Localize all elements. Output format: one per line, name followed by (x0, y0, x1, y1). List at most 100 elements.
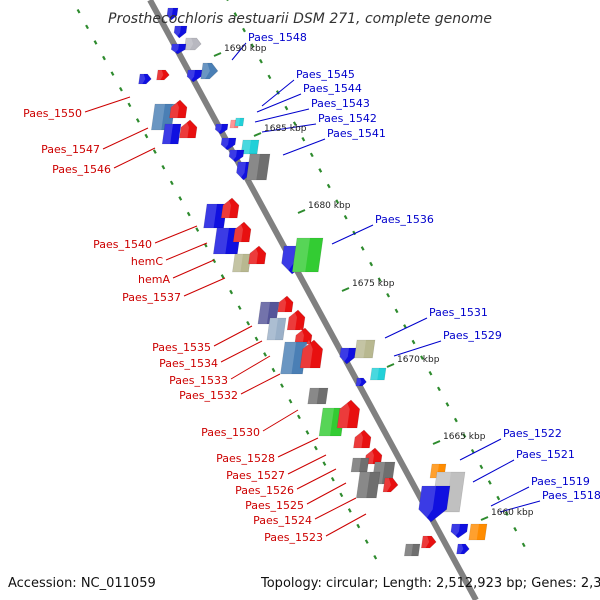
gene-highlight (421, 536, 430, 548)
gene-feature-37 (355, 377, 367, 387)
gene-arrow (170, 43, 187, 55)
gene-feature-27 (291, 237, 324, 273)
gene-feature-41 (336, 399, 361, 429)
gene-highlight (169, 100, 179, 118)
gene-arrow (169, 99, 188, 119)
tick-dot (76, 8, 81, 14)
gene-label-left: Paes_1537 (122, 291, 181, 304)
gene-feature-38 (369, 367, 387, 381)
gene-feature-55 (456, 543, 470, 555)
tick-dot (309, 152, 314, 158)
scale-tick-mark (213, 52, 222, 57)
gene-label-left: Paes_1532 (179, 389, 238, 402)
leader-line (277, 437, 319, 458)
gene-feature-24 (232, 253, 252, 273)
gene-highlight (171, 44, 179, 54)
tick-dot (496, 495, 501, 501)
gene-arrow (179, 119, 198, 139)
tick-dot (271, 367, 276, 373)
tick-dot (110, 71, 115, 76)
gene-labels: Paes_1548Paes_1545Paes_1544Paes_1543Paes… (23, 31, 600, 544)
gene-feature-54 (420, 535, 437, 549)
gene-label-right: Paes_1518 (542, 489, 600, 502)
gene-feature-31 (286, 309, 306, 331)
gene-feature-30 (266, 317, 287, 341)
gene-arrow (248, 245, 267, 265)
gene-feature-44 (350, 457, 370, 473)
tick-dot-row-right (225, 0, 526, 548)
gene-feature-51 (450, 523, 469, 539)
gene-arrow (246, 153, 271, 181)
tick-dot (259, 58, 263, 64)
gene-label-right: Paes_1545 (296, 68, 355, 81)
tick-dot (267, 74, 272, 80)
gene-arrow (232, 253, 252, 273)
leader-line (256, 93, 302, 113)
gene-arrow (336, 399, 361, 429)
gene-highlight (234, 118, 240, 126)
tick-dot (322, 461, 327, 466)
tick-dot (487, 480, 492, 485)
gene-arrow (318, 407, 346, 437)
leader-line (240, 373, 281, 395)
leader-line (490, 486, 530, 507)
gene-label-left: Paes_1528 (216, 452, 275, 465)
gene-feature-40 (318, 407, 346, 437)
gene-feature-21 (220, 197, 240, 219)
tick-dot (152, 149, 157, 154)
gene-highlight (138, 74, 146, 84)
gene-arrow (369, 367, 387, 381)
tick-dot (229, 289, 234, 295)
gene-feature-17 (228, 149, 245, 163)
leader-line (499, 500, 541, 513)
leader-line (213, 325, 253, 347)
gene-label-left: Paes_1550 (23, 107, 82, 120)
gene-highlight (354, 340, 366, 358)
gene-highlight (151, 104, 165, 130)
leader-line (393, 340, 442, 357)
tick-dot (428, 370, 433, 376)
leader-line (102, 127, 149, 150)
gene-highlight (184, 38, 194, 50)
leader-line (262, 409, 299, 432)
tick-dot-guides (76, 0, 526, 560)
gene-highlight (456, 544, 464, 554)
gene-arrow (277, 295, 294, 313)
gene-feature-35 (339, 347, 358, 365)
gene-feature-36 (354, 339, 376, 359)
gene-feature-1 (173, 25, 188, 39)
tick-dot (233, 12, 238, 17)
gene-arrow (214, 123, 229, 135)
tick-dot (178, 196, 183, 201)
scale-tick-mark (297, 209, 306, 214)
leader-line (154, 225, 198, 244)
scale-tick-mark (253, 132, 262, 137)
tick-dot (420, 355, 424, 360)
gene-highlight (156, 70, 164, 80)
gene-highlight (294, 328, 304, 344)
scale-tick-label: 1665 kbp (443, 432, 486, 442)
gene-arrow (418, 485, 451, 523)
leader-line (113, 147, 156, 169)
gene-feature-8 (151, 103, 176, 131)
gene-arrow (161, 123, 182, 145)
scale-tick-label: 1675 kbp (352, 279, 395, 289)
gene-label-left: hemC (131, 255, 163, 268)
tick-dot (330, 476, 335, 482)
gene-feature-42 (353, 429, 372, 449)
gene-label-right: Paes_1531 (429, 306, 488, 319)
gene-label-right: Paes_1543 (311, 97, 370, 110)
gene-feature-34 (299, 339, 324, 369)
gene-highlight (370, 368, 379, 380)
gene-label-right: Paes_1544 (303, 82, 362, 95)
scale-tick-label: 1685 kbp (264, 124, 307, 134)
gene-highlight (277, 296, 287, 312)
gene-highlight (232, 254, 243, 272)
tick-dot (377, 277, 382, 282)
tick-dot (364, 539, 369, 544)
tick-dot (335, 199, 340, 204)
gene-arrow (450, 523, 469, 539)
gene-label-right: Paes_1541 (327, 127, 386, 140)
